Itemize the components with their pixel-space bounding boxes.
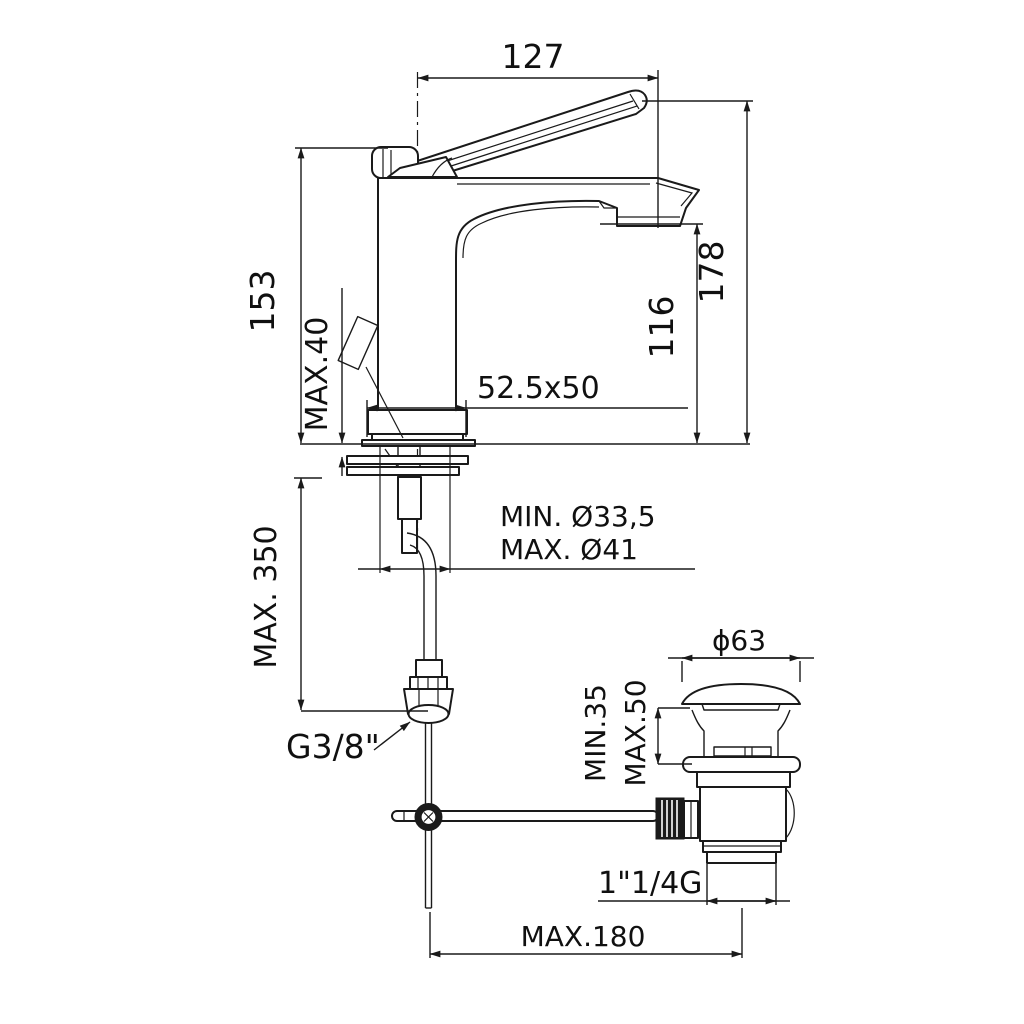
dim-153-label: 153 [243, 270, 282, 333]
dimension-rod-reach: MAX.180 [429, 908, 743, 958]
supply-thread-callout: G3/8" [286, 721, 411, 766]
drain-max-label: MAX.50 [619, 679, 652, 786]
dim-max180-label: MAX.180 [521, 920, 646, 953]
hole-min-label: MIN. Ø33,5 [500, 500, 656, 533]
supply-nut [403, 659, 454, 724]
dim-max40-label: MAX.40 [300, 317, 335, 432]
dim-base-label: 52.5x50 [477, 371, 600, 406]
fixing-screw [337, 315, 379, 371]
dimension-waste-thread: 1"1/4G [598, 864, 790, 905]
drain-diameter-label: ϕ63 [712, 624, 766, 657]
drain-thread-label: 1"1/4G [598, 866, 702, 901]
drain-min-label: MIN.35 [579, 684, 612, 782]
dim-116-label: 116 [642, 296, 681, 359]
mounting-nut [346, 466, 460, 476]
dimension-waste-clamp: MIN.35 MAX.50 [579, 679, 692, 787]
dimension-deck-thickness: MAX.40 [300, 288, 346, 476]
mounting-stud [397, 476, 422, 520]
supply-thread-label: G3/8" [286, 727, 380, 766]
dimension-base-footprint: 52.5x50 [366, 371, 688, 437]
faucet-base [337, 315, 476, 554]
rod-connector-knurl [655, 797, 685, 840]
mounting-washer [346, 455, 469, 465]
hole-max-label: MAX. Ø41 [500, 533, 638, 566]
drain-assembly [655, 683, 801, 864]
dimension-hose-length: MAX. 350 [249, 477, 428, 712]
faucet-handle [371, 89, 648, 182]
dimension-spout-reach: 127 [417, 37, 659, 228]
ball-joint [414, 803, 443, 831]
dim-178-label: 178 [692, 241, 731, 304]
dimension-height-to-handle: 153 [243, 147, 388, 444]
faucet-spout-body [377, 177, 700, 411]
dimension-mounting-hole: MIN. Ø33,5 MAX. Ø41 [358, 446, 695, 573]
dim-max350-label: MAX. 350 [249, 525, 284, 668]
waste-cap [681, 683, 801, 705]
waste-flange [682, 756, 801, 773]
waste-body [699, 786, 787, 842]
dim-127-label: 127 [502, 37, 565, 76]
dimension-spout-outlet-height: 116 [600, 223, 703, 444]
dimension-waste-cap: ϕ63 [668, 624, 814, 682]
